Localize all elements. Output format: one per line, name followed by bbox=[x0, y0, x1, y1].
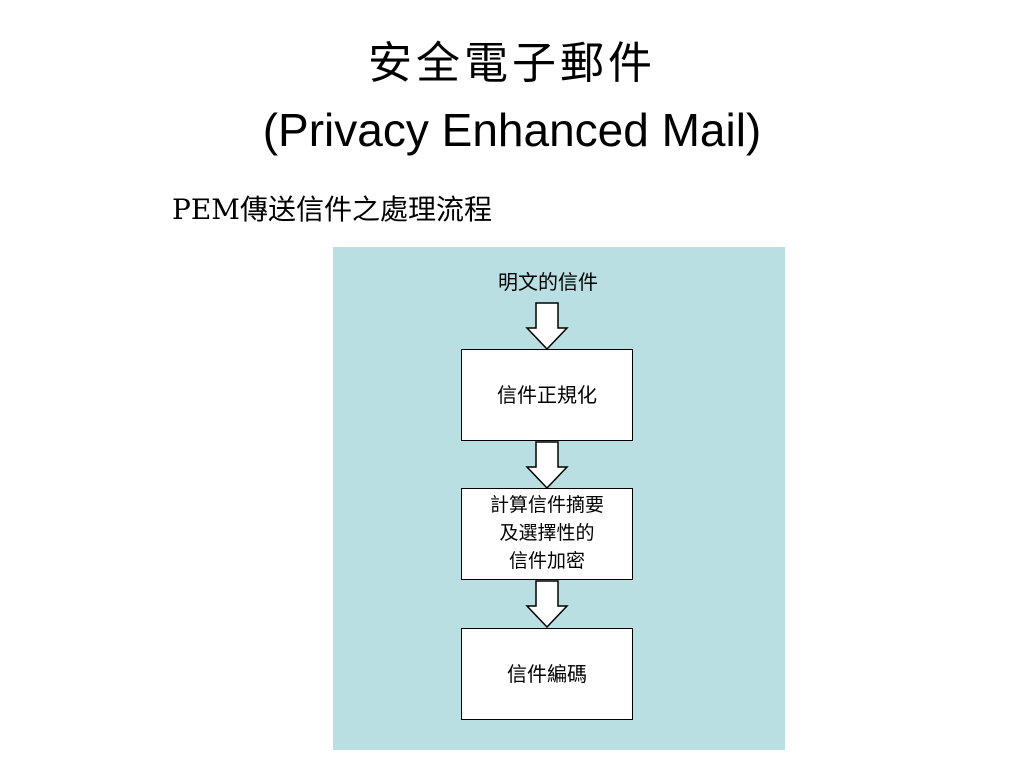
flow-step-line: 及選擇性的 bbox=[499, 522, 595, 544]
slide-title-chinese: 安全電子郵件 bbox=[368, 38, 656, 89]
flow-step-line: 信件正規化 bbox=[497, 383, 597, 407]
flow-step-line: 計算信件摘要 bbox=[489, 494, 604, 516]
flow-step-encode: 信件編碼 bbox=[461, 628, 633, 720]
flow-step-line: 信件編碼 bbox=[507, 662, 587, 686]
flow-step-line: 信件加密 bbox=[508, 550, 585, 572]
slide-subtitle: PEM傳送信件之處理流程 bbox=[172, 193, 492, 226]
down-arrow-icon bbox=[525, 302, 569, 350]
down-arrow-icon bbox=[525, 580, 569, 628]
flow-step-digest-encrypt: 計算信件摘要 及選擇性的 信件加密 bbox=[461, 488, 633, 580]
flowchart-start-label: 明文的信件 bbox=[498, 270, 598, 294]
down-arrow-icon bbox=[525, 441, 569, 489]
flow-step-normalize: 信件正規化 bbox=[461, 349, 633, 441]
slide-title-english: (Privacy Enhanced Mail) bbox=[262, 104, 762, 156]
